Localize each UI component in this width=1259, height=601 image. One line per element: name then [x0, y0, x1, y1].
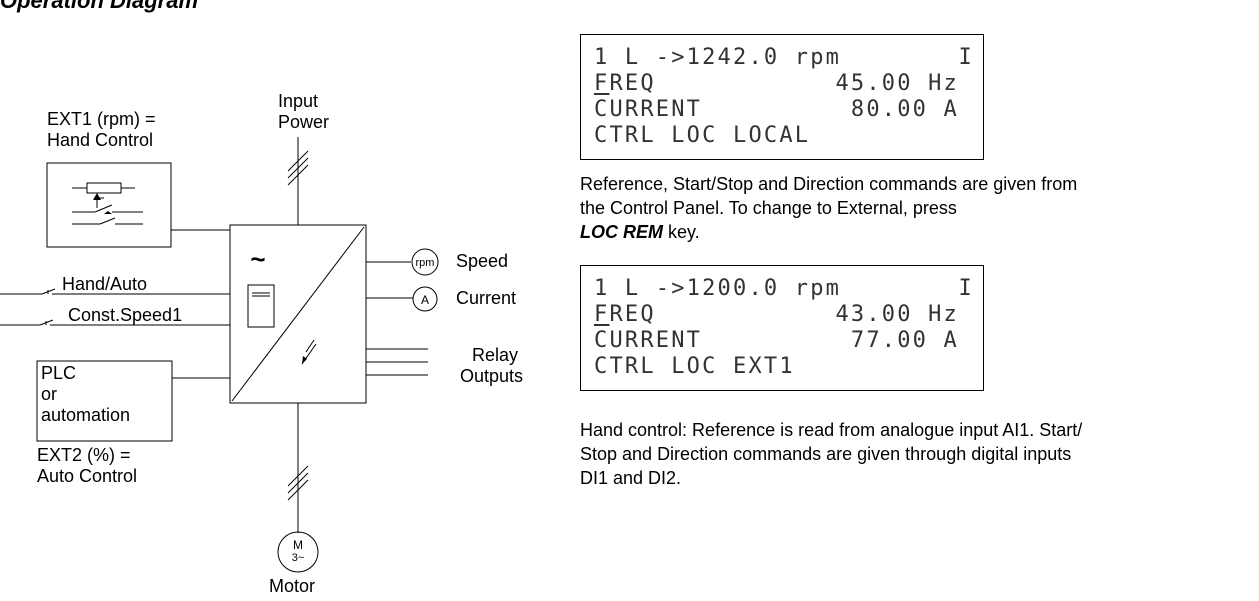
rpm-symbol: rpm	[416, 257, 435, 269]
plc-label-line3: automation	[41, 405, 131, 425]
speed-label: Speed	[456, 251, 509, 271]
display-cursor: F	[594, 302, 610, 327]
local-desc-line2: the Control Panel. To change to External…	[580, 198, 957, 218]
panel-display-ext: 1 L ->1200.0 rpm I FREQ 43.00 Hz CURRENT 77…	[580, 265, 984, 391]
hand-auto-label: Hand/Auto	[62, 274, 148, 294]
loc-rem-key: LOC REM	[580, 222, 663, 242]
motor-symbol-phase: 3~	[292, 552, 305, 564]
display-line3-label: CURRENT	[594, 97, 703, 122]
current-label: Current	[456, 288, 517, 308]
drive-diagonal	[231, 226, 365, 402]
hand-control-box	[46, 162, 172, 248]
ext-mode-description: Hand control: Reference is read from ana…	[580, 418, 1082, 490]
panel-display-local: 1 L ->1242.0 rpm I FREQ 45.00 Hz CURRENT 80…	[580, 34, 984, 160]
const-speed-label: Const.Speed1	[68, 305, 183, 325]
plc-label-line2: or	[41, 384, 58, 404]
relay-outputs-label-line2: Outputs	[460, 366, 524, 386]
motor-icon	[277, 531, 319, 573]
display-line4: CTRL LOC EXT1	[594, 354, 795, 379]
motor-symbol-m: M	[293, 538, 303, 552]
display-line1-indicator: I	[958, 45, 974, 70]
drive-ac-symbol: ~	[250, 244, 265, 274]
motor-label: Motor	[269, 576, 316, 596]
display-line4: CTRL LOC LOCAL	[594, 123, 811, 148]
display-line1: 1 L ->1242.0 rpm	[594, 45, 842, 70]
display-line3-label: CURRENT	[594, 328, 703, 353]
plc-box	[36, 360, 173, 442]
display-line2-value: 45.00 Hz	[835, 71, 959, 96]
page-heading: Operation Diagram	[0, 0, 199, 13]
local-desc-line1: Reference, Start/Stop and Direction comm…	[580, 174, 1078, 194]
display-line1: 1 L ->1200.0 rpm	[594, 276, 842, 301]
drive-panel-icon	[247, 284, 275, 328]
ext-desc-line1: Hand control: Reference is read from ana…	[580, 420, 1083, 440]
input-power-label-line1: Input	[278, 91, 319, 111]
input-power-label-line2: Power	[278, 112, 330, 132]
display-line2-value: 43.00 Hz	[835, 302, 959, 327]
ext1-label-line2: Hand Control	[47, 130, 154, 150]
ext2-label-line2: Auto Control	[37, 466, 138, 486]
local-mode-description: Reference, Start/Stop and Direction comm…	[580, 172, 1077, 244]
display-line2-label: REQ	[609, 302, 656, 327]
ext-desc-line3: DI1 and DI2.	[580, 468, 682, 488]
display-line3-value: 80.00 A	[850, 97, 959, 122]
amp-symbol: A	[421, 293, 429, 307]
potentiometer-icon	[86, 182, 122, 194]
display-line2-label: REQ	[609, 71, 656, 96]
ext1-label-line1: EXT1 (rpm) =	[47, 109, 156, 129]
rpm-meter-icon	[411, 248, 439, 276]
display-line1-indicator: I	[958, 276, 974, 301]
operation-diagram: ~ rpm A M 3~	[0, 137, 439, 573]
display-cursor: F	[594, 71, 610, 96]
plc-label-line1: PLC	[41, 363, 77, 383]
ext2-label-line1: EXT2 (%) =	[37, 445, 131, 465]
local-desc-line3: LOC REM key.	[580, 222, 700, 242]
current-meter-icon	[412, 286, 438, 312]
relay-outputs-label-line1: Relay	[472, 345, 519, 365]
ext-desc-line2: Stop and Direction commands are given th…	[580, 444, 1072, 464]
display-line3-value: 77.00 A	[850, 328, 959, 353]
